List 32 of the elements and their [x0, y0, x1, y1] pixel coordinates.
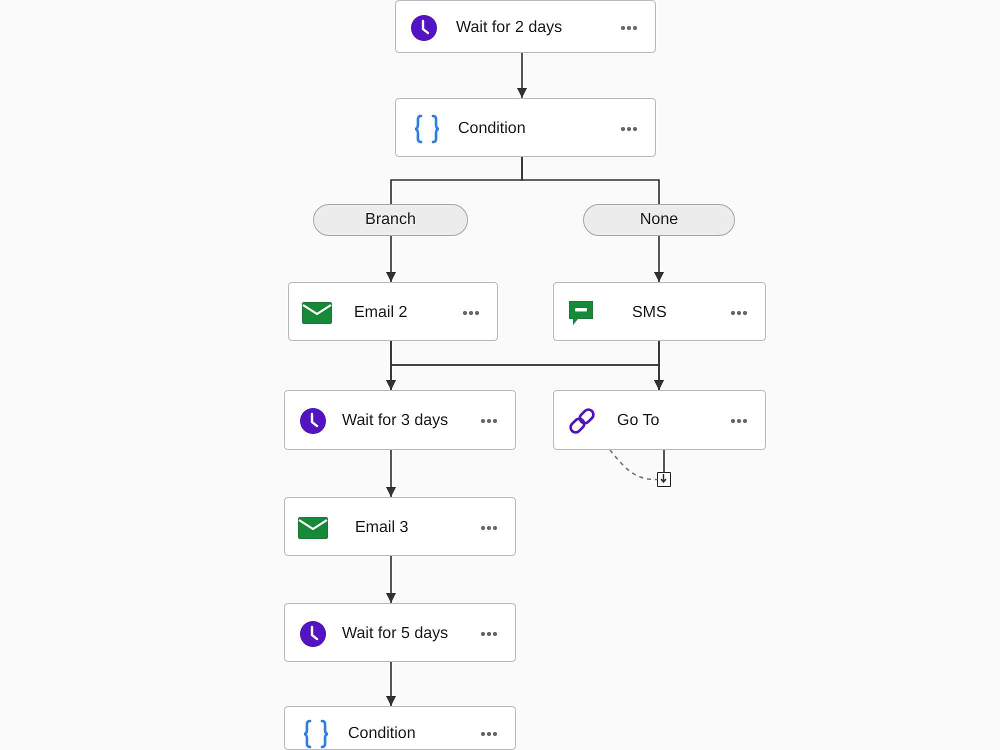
step-card	[553, 390, 766, 450]
step-card	[288, 282, 498, 341]
step-label: Wait for 5 days	[342, 624, 448, 644]
connector-line	[521, 157, 660, 204]
step-card	[395, 98, 656, 157]
step-label: Go To	[617, 411, 660, 431]
step-label: Condition	[458, 118, 526, 138]
arrow	[386, 662, 396, 706]
dashed-connector	[609, 450, 657, 480]
step-label: Email 3	[355, 518, 408, 538]
step-label: Email 2	[354, 302, 408, 322]
step-card	[284, 390, 516, 450]
arrow	[517, 53, 527, 98]
step-card	[284, 497, 516, 556]
arrow	[654, 341, 664, 390]
step-label: None	[638, 210, 680, 230]
arrow	[386, 556, 396, 603]
branch-pill	[583, 204, 735, 236]
step-label: Branch	[364, 210, 417, 230]
step-label: Wait for 2 days	[456, 18, 562, 38]
step-label: Condition	[348, 724, 416, 744]
arrow	[386, 236, 396, 282]
step-card	[553, 282, 766, 341]
arrow	[386, 450, 396, 497]
branch-pill	[313, 204, 468, 236]
step-card	[284, 706, 516, 750]
step-card	[395, 0, 656, 53]
arrow	[654, 236, 664, 282]
step-label: Wait for 3 days	[342, 411, 448, 431]
step-label: SMS	[632, 302, 667, 322]
step-card	[284, 603, 516, 662]
connector-line	[663, 450, 665, 472]
